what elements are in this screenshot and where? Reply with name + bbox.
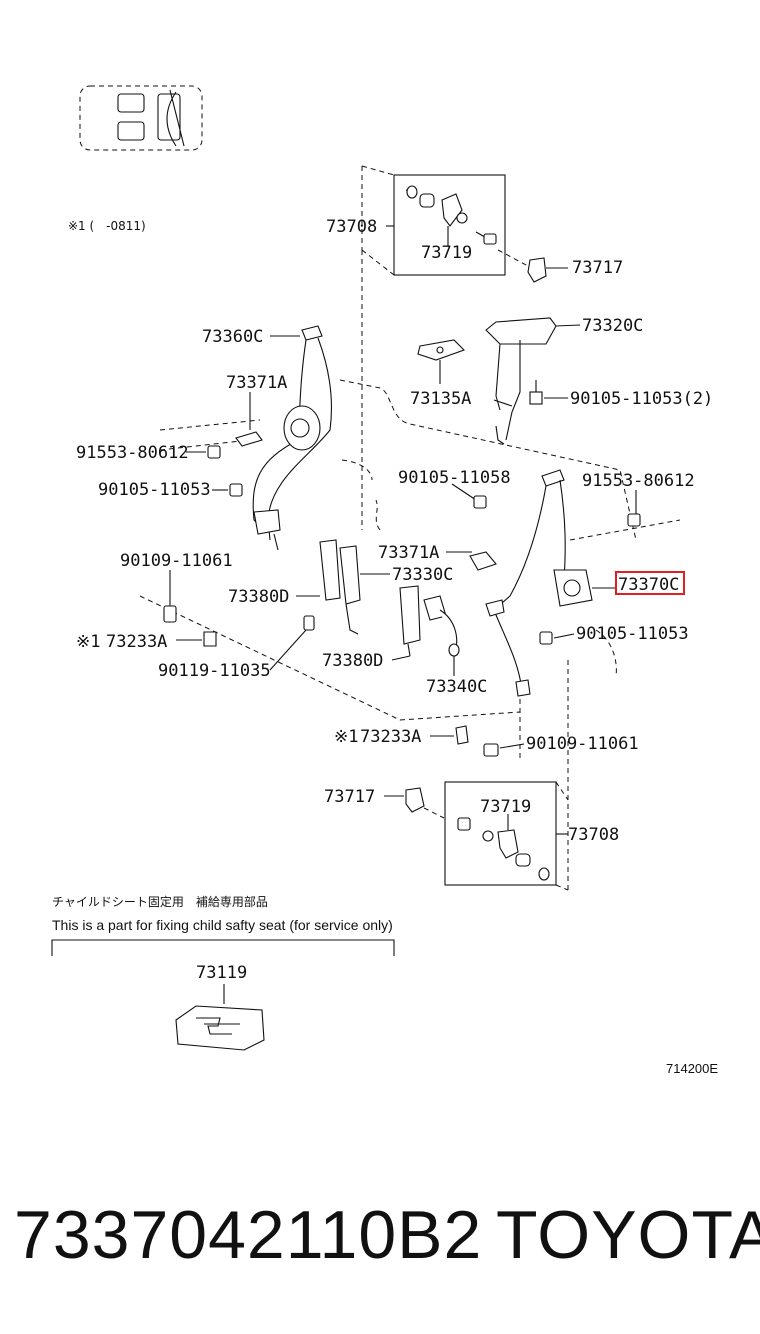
bolt-90109-11061-left [163,570,177,623]
part-73233a-lower [430,725,469,745]
part-73371a-left [235,392,263,447]
bottom-callout-box [444,781,569,891]
label-73717-bottom[interactable]: 73717 [324,787,375,807]
part-73320c [485,317,581,445]
part-73370c-right-belt [485,469,616,697]
part-73717-bottom [384,787,445,819]
bolt-90105-11058 [451,483,487,509]
label-73380d-lower[interactable]: 73380D [322,651,383,671]
bolt-91553-80612-right [627,490,641,527]
vehicle-thumbnail [79,85,203,151]
part-73360c-left-belt [252,325,332,551]
label-73370c[interactable]: 73370C [618,575,679,595]
seat-belt-diagram: ※1 ( -0811) 73708 73719 73717 [51,85,718,1076]
label-73719-top[interactable]: 73719 [421,243,472,263]
part-73330c [339,545,390,635]
part-73119 [175,984,265,1051]
bolt-90109-11061-right [483,743,525,757]
label-91553-80612-left[interactable]: 91553-80612 [76,443,189,463]
label-90105-11058[interactable]: 90105-11058 [398,468,511,488]
label-73719-bottom[interactable]: 73719 [480,797,531,817]
mark-ref-lower: ※1 [334,727,358,747]
label-73708-bottom[interactable]: 73708 [568,825,619,845]
label-73233a-left[interactable]: 73233A [106,632,167,652]
child-seat-note-english: This is a part for fixing child safty se… [52,917,393,933]
part-73380d-lower [391,585,421,661]
label-73340c[interactable]: 73340C [426,677,487,697]
diagram-code: 714200E [666,1061,718,1076]
label-90105-11053-right[interactable]: 90105-11053 [576,624,689,644]
label-73320c[interactable]: 73320C [582,316,643,336]
label-90109-11061-left[interactable]: 90109-11061 [120,551,233,571]
top-callout-box [361,165,506,276]
label-73360c[interactable]: 73360C [202,327,263,347]
label-90109-11061-right[interactable]: 90109-11061 [526,734,639,754]
bolt-90105-11053-left [212,483,243,497]
part-73233a-left [176,631,217,647]
label-91553-80612-right[interactable]: 91553-80612 [582,471,695,491]
mark-ref-left: ※1 [76,632,100,652]
label-90105-11053-left[interactable]: 90105-11053 [98,480,211,500]
part-73340c [423,595,460,676]
highlight-box [615,571,685,595]
label-73233a-lower[interactable]: 73233A [360,727,421,747]
bolt-90105-11053-2 [529,380,568,405]
child-seat-note-japanese: チャイルドシート固定用 補給専用部品 [52,894,268,909]
bolt-90119-11035 [269,615,315,671]
label-73371a-mid[interactable]: 73371A [378,543,439,563]
note-top: ※1 ( -0811) [68,219,146,233]
label-73371a-left[interactable]: 73371A [226,373,287,393]
part-73135a [417,339,466,384]
part-73717-top [497,249,568,283]
child-seat-bracket [51,939,395,956]
label-73717-top[interactable]: 73717 [572,258,623,278]
label-73380d-upper[interactable]: 73380D [228,587,289,607]
footer-brand: TOYOTA [496,1197,760,1273]
label-90119-11035[interactable]: 90119-11035 [158,661,271,681]
label-73119[interactable]: 73119 [196,963,247,983]
label-90105-11053-2[interactable]: 90105-11053(2) [570,389,713,409]
bolt-91553-80612-left [186,445,221,459]
label-73330c[interactable]: 73330C [392,565,453,585]
part-73371a-mid [446,551,497,571]
part-73380d-upper [296,539,341,601]
label-73135a[interactable]: 73135A [410,389,471,409]
floor-outline [139,166,681,890]
bolt-90105-11053-right [539,631,575,645]
label-73708-top[interactable]: 73708 [326,217,377,237]
footer-part-number: 7337042110B2 [14,1197,483,1273]
